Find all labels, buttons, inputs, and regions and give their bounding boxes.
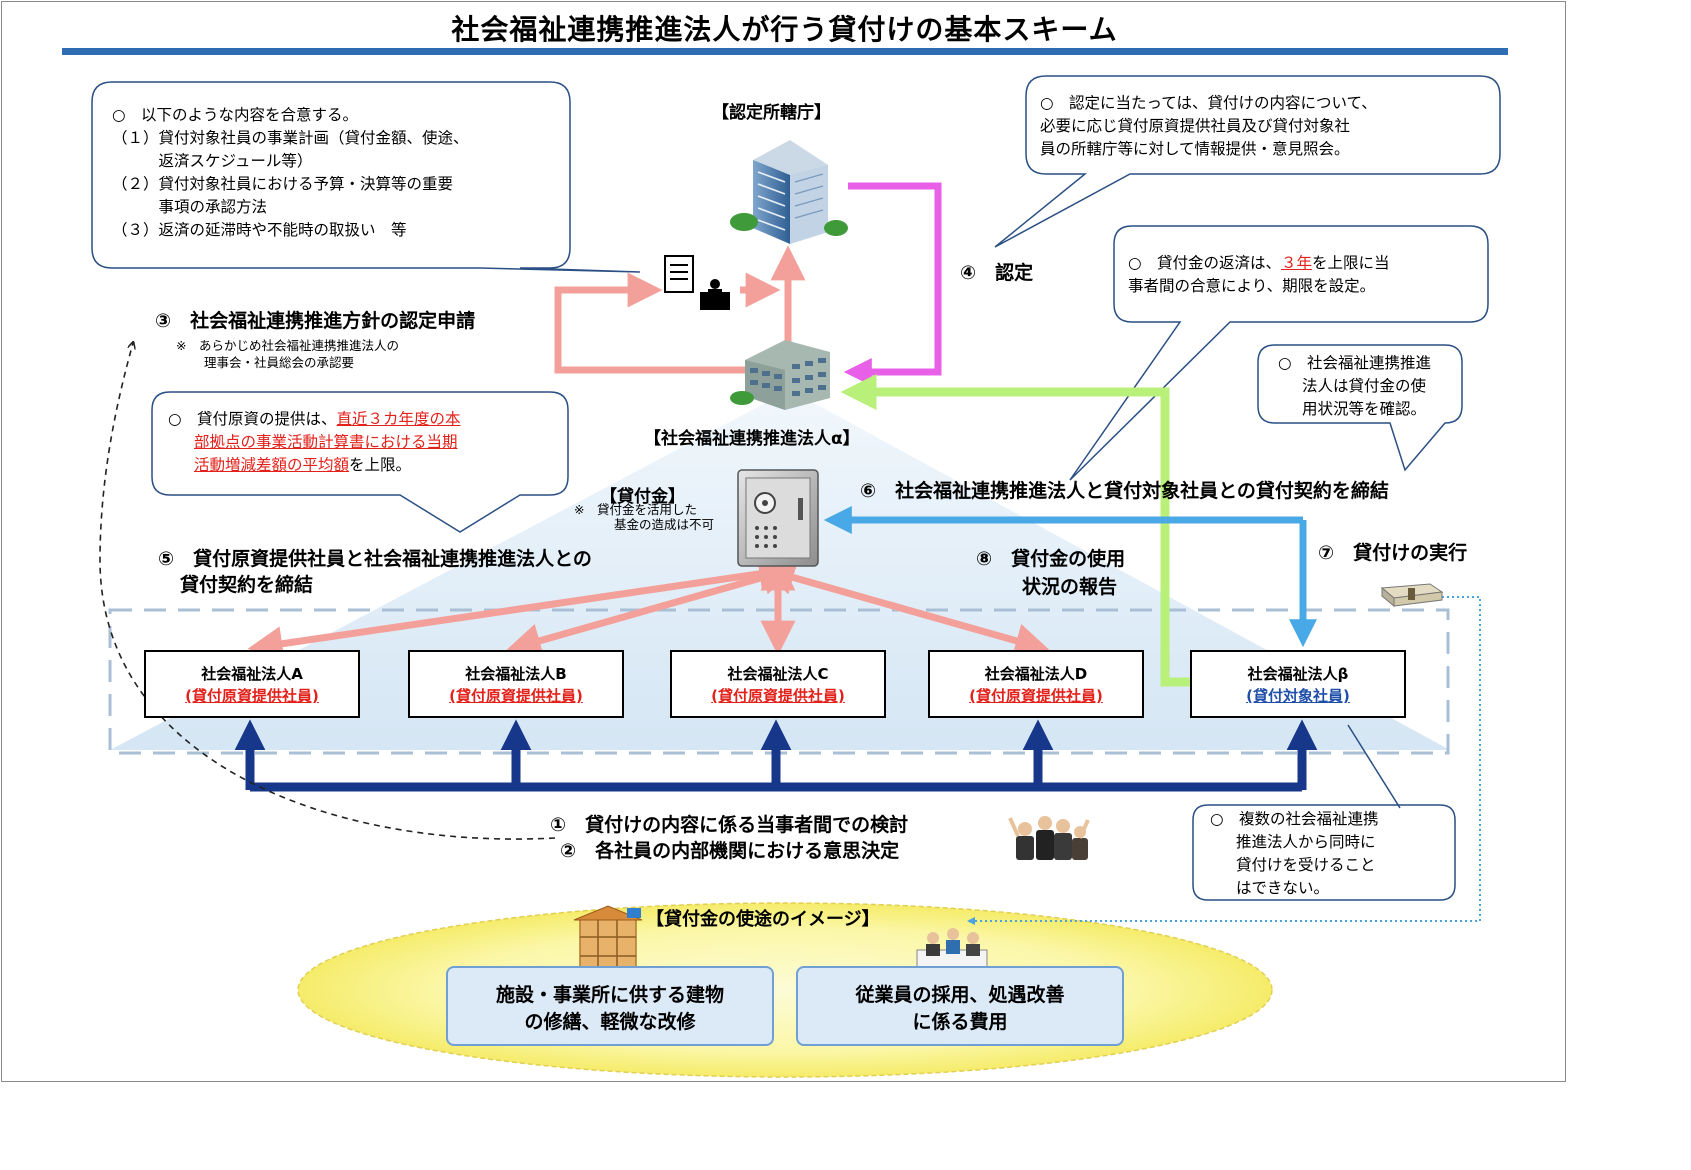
step-5-label: 貸付契約を締結 (180, 574, 314, 596)
bubble-repayment (1069, 225, 1489, 481)
arrow-fund-b (505, 560, 797, 658)
bubble-multiple-text: ○ 複数の社会福祉連携 推進法人から同時に 貸付けを受けること はできない。 (1210, 808, 1450, 900)
step-1-label: ① 貸付けの内容に係る当事者間での検討 (550, 814, 909, 836)
arrow-dotted-to-usage (967, 596, 1481, 925)
arrow-report (840, 374, 1190, 687)
loan-fund-note: ※ 貸付金を活用した (574, 502, 697, 517)
corp-box-beta: 社会福祉法人β (貸付対象社員) (1190, 650, 1406, 718)
bubble-usage-check-text: ○ 社会福祉連携推進 法人は貸付金の使 用状況等を確認。 (1278, 352, 1458, 421)
repayment-line2: 事者間の合意により、期限を設定。 (1128, 277, 1376, 295)
bubble-multiple (1192, 804, 1456, 901)
agreement-item: 事項の承認方法 (112, 198, 268, 216)
repayment-suffix: を上限に当 (1312, 254, 1390, 272)
step-5-label: ⑤ 貸付原資提供社員と社会福祉連携推進法人との (158, 548, 592, 570)
corp-role: (貸付原資提供社員) (185, 687, 319, 705)
step-4-label: ④ 認定 (960, 262, 1034, 284)
usage-box-staff: 従業員の採用、処遇改善 に係る費用 (796, 966, 1124, 1046)
page-title: 社会福祉連携推進法人が行う貸付けの基本スキーム (451, 13, 1118, 46)
usage-box-facility: 施設・事業所に供する建物 の修繕、軽微な改修 (446, 966, 774, 1046)
loan-fund-label: 【貸付金】 (600, 487, 685, 507)
bubble-fund-limit-text: ○ 貸付原資の提供は、直近３カ年度の本 部拠点の事業活動計算書における当期 活動… (168, 408, 563, 477)
certification-line: ○ 認定に当たっては、貸付けの内容について、 (1040, 94, 1377, 112)
loan-fund-note: 基金の造成は不可 (614, 517, 715, 532)
corp-name: 社会福祉法人C (727, 665, 829, 683)
application-document-icon (664, 255, 730, 310)
certification-line: 員の所轄庁等に対して情報提供・意見照会。 (1040, 140, 1350, 158)
usage-check-line: ○ 社会福祉連携推進 (1278, 354, 1432, 372)
corp-box-b: 社会福祉法人B (貸付原資提供社員) (408, 650, 624, 718)
bubble-certification-text: ○ 認定に当たっては、貸付けの内容について、 必要に応じ貸付原資提供社員及び貸付… (1040, 92, 1495, 161)
bubble-certification (994, 75, 1501, 248)
agreement-item: （１）貸付対象社員の事業計画（貸付金額、使途、 (112, 129, 469, 147)
agreement-item: 返済スケジュール等） (112, 152, 313, 170)
money-bundle-icon (1380, 583, 1444, 608)
multiple-line: はできない。 (1236, 879, 1330, 897)
fund-limit-highlight: 活動増減差額の平均額 (194, 456, 350, 474)
bubble-multiple-pointer (1347, 724, 1401, 809)
bubble-usage-check (1257, 344, 1463, 472)
step-8-label: 状況の報告 (1022, 576, 1118, 598)
corp-box-d: 社会福祉法人D (貸付原資提供社員) (928, 650, 1144, 718)
certification-line: 必要に応じ貸付原資提供社員及び貸付対象社 (1040, 117, 1351, 135)
usage-check-line: 用状況等を確認。 (1302, 400, 1427, 418)
authority-label: 【認定所轄庁】 (712, 103, 831, 123)
agreement-item: （３）返済の延滞時や不能時の取扱い 等 (112, 221, 407, 239)
step-2-label: ② 各社員の内部機関における意思決定 (560, 840, 900, 862)
corp-alpha-building-icon (730, 340, 830, 410)
workers-icon (916, 928, 988, 969)
corp-role: (貸付原資提供社員) (449, 687, 583, 705)
usage-line: 施設・事業所に供する建物 (495, 984, 724, 1006)
bubble-fund-limit (151, 391, 569, 533)
people-icon (1008, 816, 1090, 860)
safe-icon (737, 469, 819, 567)
agreement-intro: ○ 以下のような内容を合意する。 (112, 106, 359, 124)
step-6-label: ⑥ 社会福祉連携推進法人と貸付対象社員との貸付契約を締結 (860, 480, 1389, 502)
corp-name: 社会福祉法人B (465, 665, 567, 683)
usage-line: 従業員の採用、処遇改善 (855, 984, 1065, 1006)
multiple-line: 推進法人から同時に (1236, 833, 1376, 851)
corp-name: 社会福祉法人D (984, 665, 1088, 683)
step-3-note: 理事会・社員総会の承認要 (204, 355, 355, 370)
multiple-line: ○ 複数の社会福祉連携 (1210, 810, 1379, 828)
corp-box-a: 社会福祉法人A (貸付原資提供社員) (144, 650, 360, 718)
title-underline (62, 48, 1508, 55)
arrow-apply-route (554, 272, 770, 374)
usage-check-line: 法人は貸付金の使 (1302, 377, 1427, 395)
repayment-prefix: ○ 貸付金の返済は、 (1128, 254, 1282, 272)
bubble-agreement (91, 81, 641, 273)
usage-line: に係る費用 (912, 1011, 1008, 1033)
step-3-label: ③ 社会福祉連携推進方針の認定申請 (155, 310, 476, 332)
diagram-frame (1, 1, 1566, 1082)
corp-name: 社会福祉法人β (1247, 665, 1349, 683)
fund-limit-suffix: を上限。 (349, 456, 412, 474)
corp-role: (貸付原資提供社員) (969, 687, 1103, 705)
bubble-repayment-text: ○ 貸付金の返済は、３年を上限に当 事者間の合意により、期限を設定。 (1128, 252, 1486, 298)
corp-role: (貸付対象社員) (1246, 687, 1350, 705)
corp-role: (貸付原資提供社員) (711, 687, 845, 705)
corp-box-c: 社会福祉法人C (貸付原資提供社員) (670, 650, 886, 718)
corp-name: 社会福祉法人A (201, 665, 303, 683)
corp-alpha-label: 【社会福祉連携推進法人α】 (644, 429, 860, 449)
step-3-note: ※ あらかじめ社会福祉連携推進法人の (176, 338, 399, 353)
multiple-line: 貸付けを受けること (1236, 856, 1376, 874)
step-8-label: ⑧ 貸付金の使用 (976, 548, 1126, 570)
step-7-label: ⑦ 貸付けの実行 (1318, 542, 1468, 564)
usage-header: 【貸付金の使途のイメージ】 (646, 909, 880, 930)
arrow-certification (843, 182, 942, 386)
authority-building-icon (730, 140, 848, 244)
arrow-fund-d (759, 560, 1051, 658)
fund-limit-highlight: 部拠点の事業活動計算書における当期 (194, 433, 458, 451)
fund-limit-prefix: ○ 貸付原資の提供は、 (168, 410, 337, 428)
fund-limit-highlight: 直近３カ年度の本 (336, 410, 461, 428)
usage-line: の修繕、軽微な改修 (524, 1011, 696, 1033)
bubble-agreement-text: ○ 以下のような内容を合意する。 （１）貸付対象社員の事業計画（貸付金額、使途、… (112, 104, 562, 242)
repayment-highlight: ３年 (1281, 254, 1313, 272)
arrow-dashed-to-application (99, 343, 556, 840)
agreement-item: （２）貸付対象社員における予算・決算等の重要 (112, 175, 454, 193)
